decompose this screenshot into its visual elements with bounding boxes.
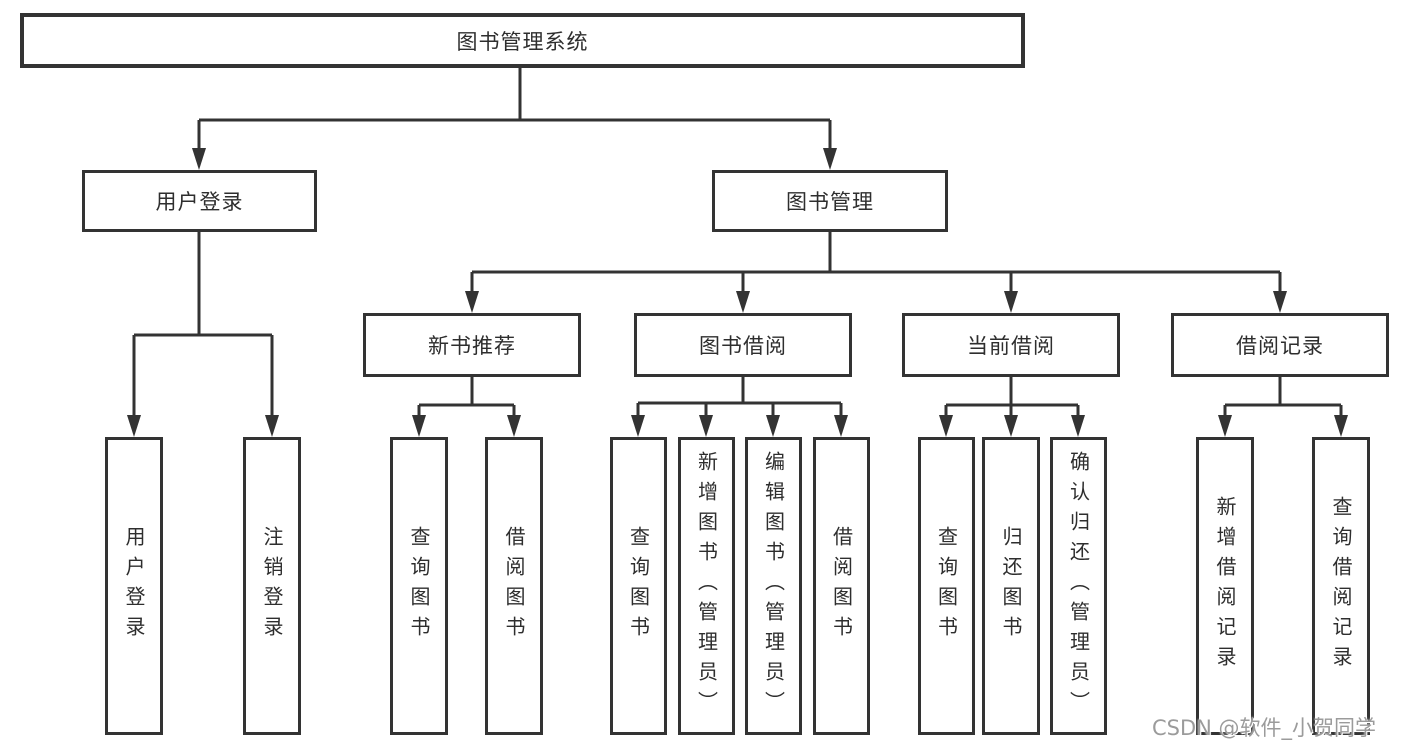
leaf-user-login: 用户登录: [105, 437, 163, 735]
node-library-management-system: 图书管理系统: [20, 13, 1025, 68]
node-label: 查询图书: [626, 526, 651, 646]
leaf-edit-books-admin: 编辑图书（管理员）: [745, 437, 802, 735]
node-label: 借阅记录: [1236, 334, 1324, 358]
node-label: 归还图书: [999, 526, 1023, 646]
node-label: 新增图书（管理员）: [694, 451, 719, 721]
leaf-borrow-books: 借阅图书: [813, 437, 870, 735]
node-borrow-records: 借阅记录: [1171, 313, 1389, 377]
arrowheads: [127, 148, 1348, 437]
connector-paths: [132, 68, 1343, 417]
csdn-watermark: CSDN @软件_小贺同学: [1152, 716, 1377, 740]
node-book-borrow: 图书借阅: [634, 313, 852, 377]
node-label: 查询图书: [934, 526, 959, 646]
leaf-logout: 注销登录: [243, 437, 301, 735]
node-label: 借阅图书: [829, 526, 854, 646]
node-label: 当前借阅: [967, 334, 1055, 358]
node-book-management: 图书管理: [712, 170, 948, 232]
node-label: 新增借阅记录: [1213, 496, 1237, 676]
node-label: 用户登录: [155, 190, 244, 214]
leaf-borrow-books-recommend: 借阅图书: [485, 437, 543, 735]
leaf-add-books-admin: 新增图书（管理员）: [678, 437, 735, 735]
node-new-book-recommend: 新书推荐: [363, 313, 581, 377]
node-label: 图书管理: [786, 190, 874, 214]
leaf-query-books-borrow: 查询图书: [610, 437, 667, 735]
node-label: 注销登录: [260, 526, 284, 646]
node-label: 图书管理系统: [456, 29, 589, 54]
node-user-login: 用户登录: [82, 170, 317, 232]
leaf-query-borrow-record: 查询借阅记录: [1312, 437, 1370, 735]
leaf-add-borrow-record: 新增借阅记录: [1196, 437, 1254, 735]
leaf-confirm-return-admin: 确认归还（管理员）: [1050, 437, 1107, 735]
node-label: 图书借阅: [699, 334, 787, 358]
node-current-borrow: 当前借阅: [902, 313, 1120, 377]
node-label: 借阅图书: [502, 526, 526, 646]
node-label: 新书推荐: [428, 334, 516, 358]
node-label: 查询借阅记录: [1329, 496, 1353, 676]
node-label: 查询图书: [407, 526, 431, 646]
leaf-query-books-current: 查询图书: [918, 437, 975, 735]
node-label: 编辑图书（管理员）: [761, 451, 786, 721]
leaf-return-books: 归还图书: [982, 437, 1040, 735]
node-label: 确认归还（管理员）: [1066, 451, 1091, 721]
node-label: 用户登录: [122, 526, 146, 646]
leaf-query-books-recommend: 查询图书: [390, 437, 448, 735]
